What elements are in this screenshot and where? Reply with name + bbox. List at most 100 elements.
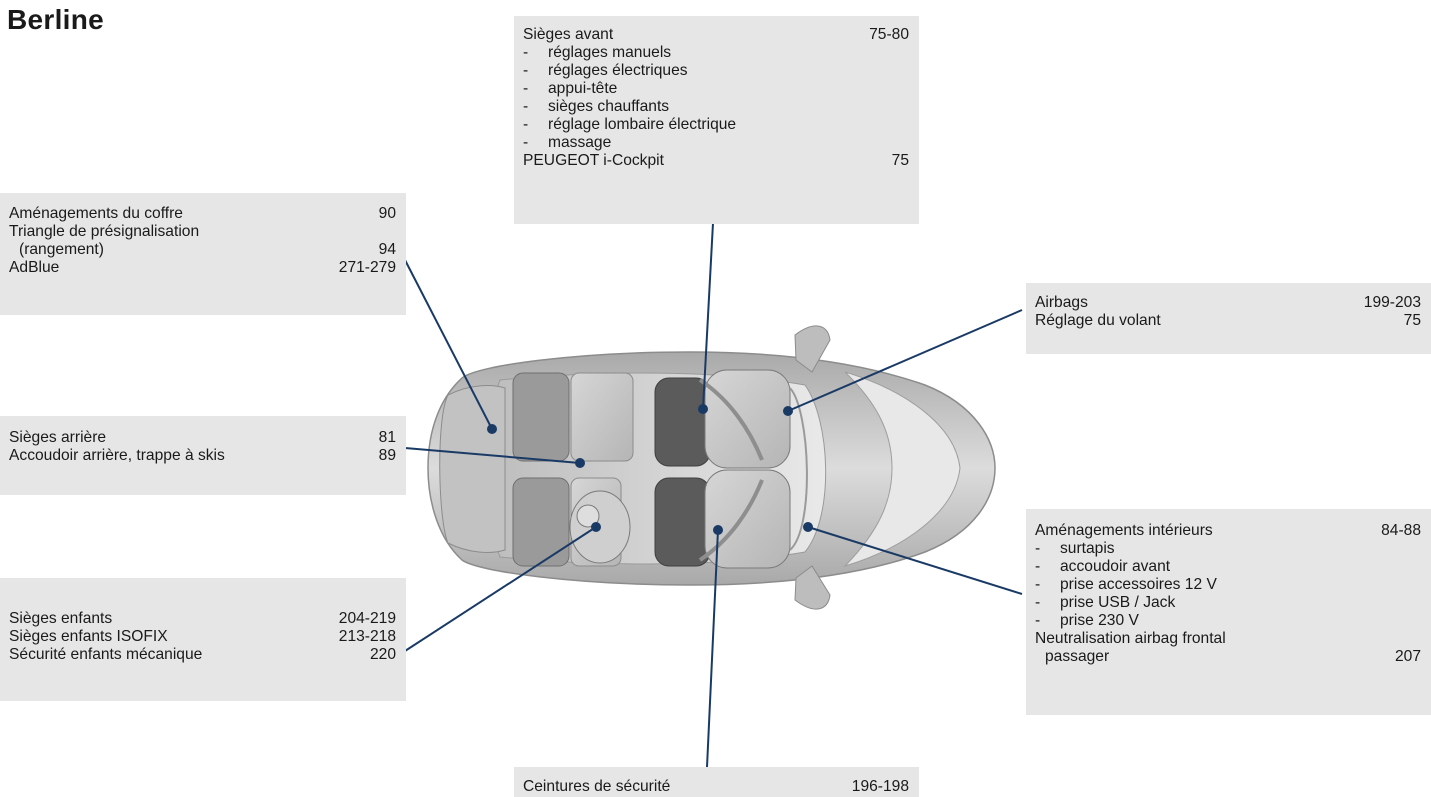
bullet-dash: -	[523, 62, 529, 79]
leader-rear-seats	[404, 447, 581, 464]
entry-page: 220	[369, 646, 396, 663]
entry-page: 75	[891, 152, 909, 169]
sub-item: - prise accessoires 12 V	[1035, 576, 1421, 594]
index-entry: Sièges enfants ISOFIX 213-218	[9, 628, 396, 646]
entry-label: AdBlue	[9, 259, 60, 276]
sub-item-label: prise accessoires 12 V	[1060, 576, 1217, 593]
bullet-dash: -	[523, 44, 529, 61]
index-entry: AdBlue 271-279	[9, 259, 396, 277]
sub-item-label: prise USB / Jack	[1060, 594, 1176, 611]
sub-item-label: massage	[548, 134, 612, 151]
entry-label: passager	[1045, 648, 1110, 665]
index-entry: Aménagements intérieurs 84-88	[1035, 522, 1421, 540]
sub-item: - surtapis	[1035, 540, 1421, 558]
entry-label: Sièges arrière	[9, 429, 107, 446]
entry-page	[386, 223, 396, 241]
sub-item-label: réglages électriques	[548, 62, 688, 79]
callout-interior: Aménagements intérieurs 84-88 - surtapis - ac…	[1026, 509, 1431, 715]
entry-label: Triangle de présignalisation	[9, 223, 200, 240]
bullet-dash: -	[1035, 540, 1041, 557]
leader-lines	[404, 222, 1023, 768]
dot-front-seats	[698, 404, 708, 414]
bullet-dash: -	[523, 98, 529, 115]
entry-page: 207	[1394, 648, 1421, 665]
sub-item: - réglage lombaire électrique	[523, 116, 909, 134]
entry-label: Neutralisation airbag frontal	[1035, 630, 1226, 647]
index-entry: Réglage du volant 75	[1035, 312, 1421, 330]
sub-item: - réglages manuels	[523, 44, 909, 62]
sub-item-label: prise 230 V	[1060, 612, 1139, 629]
sub-item-label: accoudoir avant	[1060, 558, 1171, 575]
sub-item-label: réglages manuels	[548, 44, 672, 61]
index-entry: passager 207	[1035, 648, 1421, 666]
index-entry: Sièges enfants 204-219	[9, 610, 396, 628]
entry-label: Sièges avant	[523, 26, 614, 43]
index-entry: Ceintures de sécurité 196-198	[523, 778, 909, 796]
sub-item-label: appui-tête	[548, 80, 618, 97]
leader-airbags	[787, 309, 1023, 412]
dot-boot	[487, 424, 497, 434]
bullet-dash: -	[523, 116, 529, 133]
entry-page: 89	[378, 447, 396, 464]
sub-item: -prise USB / Jack	[1035, 594, 1421, 612]
leader-interior	[807, 526, 1023, 595]
entry-page: 213-218	[338, 628, 396, 645]
index-entry: Sièges arrière 81	[9, 429, 396, 447]
sub-item: - réglages électriques	[523, 62, 909, 80]
entry-label: Ceintures de sécurité	[523, 778, 671, 795]
bullet-dash: -	[1035, 576, 1041, 593]
leader-child-seats	[404, 526, 597, 652]
sub-item: - appui-tête	[523, 80, 909, 98]
entry-label: Aménagements du coffre	[9, 205, 183, 222]
bullet-dash: -	[1035, 612, 1041, 629]
bullet-dash: -	[523, 134, 529, 151]
sub-item-label: surtapis	[1060, 540, 1115, 557]
entry-page: 271-279	[338, 259, 396, 276]
mirror-right	[794, 565, 831, 610]
entry-label: Sièges enfants ISOFIX	[9, 628, 168, 645]
index-entry: Aménagements du coffre 90	[9, 205, 396, 223]
sub-item: - massage	[523, 134, 909, 152]
leader-boot	[404, 259, 493, 430]
entry-label: Sièges enfants	[9, 610, 113, 627]
mirror-left	[794, 325, 831, 373]
dot-airbags	[783, 406, 793, 416]
entry-label: Aménagements intérieurs	[1035, 522, 1213, 539]
bullet-dash: -	[1035, 558, 1041, 575]
leader-dots	[487, 404, 813, 535]
entry-page: 81	[378, 429, 396, 446]
bullet-dash: -	[523, 80, 529, 97]
index-entry: Neutralisation airbag frontal	[1035, 630, 1421, 648]
page-title: Berline	[7, 4, 105, 35]
sub-item: - accoudoir avant	[1035, 558, 1421, 576]
sub-item-label: réglage lombaire électrique	[548, 116, 737, 133]
entry-page: 196-198	[851, 778, 909, 795]
entry-page: 75	[1403, 312, 1421, 329]
entry-page: 75-80	[869, 26, 909, 43]
sub-item-label: sièges chauffants	[548, 98, 670, 115]
index-entry: Sièges avant 75-80	[523, 26, 909, 44]
index-entry: Triangle de présignalisation	[9, 223, 396, 241]
sub-item: - prise 230 V	[1035, 612, 1421, 630]
entry-page: 204-219	[338, 610, 396, 627]
entry-page	[1411, 630, 1421, 648]
entry-page: 84-88	[1381, 522, 1421, 539]
entry-page: 94	[378, 241, 396, 258]
callout-seatbelts: Ceintures de sécurité 196-198	[514, 767, 919, 797]
entry-label: Accoudoir arrière, trappe à skis	[9, 447, 225, 464]
index-entry: (rangement) 94	[9, 241, 396, 259]
sub-item: - sièges chauffants	[523, 98, 909, 116]
callout-front-seats: Sièges avant 75-80 - réglages manuels - régla…	[514, 16, 919, 224]
entry-label: Sécurité enfants mécanique	[9, 646, 203, 663]
entry-label: Réglage du volant	[1035, 312, 1161, 329]
entry-label: (rangement)	[19, 241, 104, 258]
entry-label: Airbags	[1035, 294, 1088, 311]
leader-seatbelts	[706, 529, 719, 768]
entry-page: 90	[378, 205, 396, 222]
